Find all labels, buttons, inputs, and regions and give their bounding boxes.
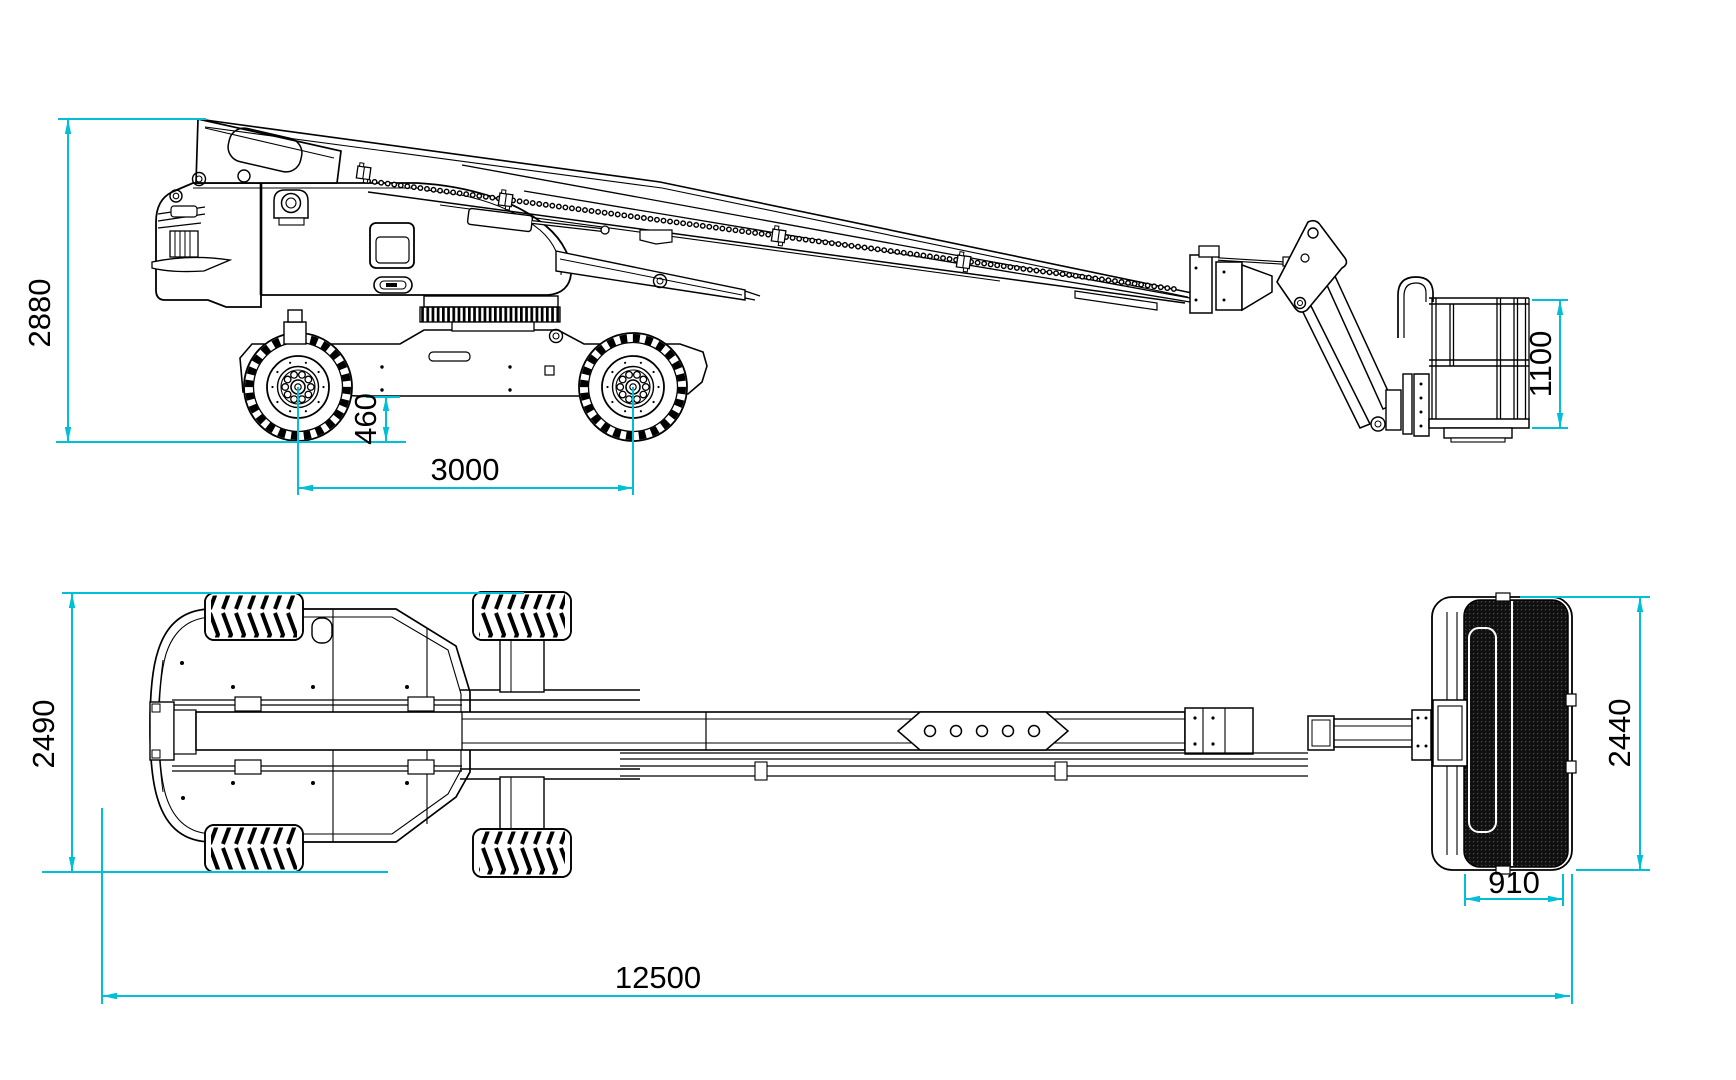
boom-top [149, 701, 1254, 761]
dim-platform-width: 910 [1464, 865, 1564, 906]
boom-rest-arm [555, 250, 761, 301]
boom-hole-rows [365, 178, 1183, 293]
dim-label-platform-length: 2440 [1602, 699, 1637, 768]
boom-plate-holes [923, 724, 1041, 738]
platform-mount [1432, 699, 1468, 767]
jib [1276, 219, 1430, 437]
dim-label-overall-width: 2490 [26, 700, 61, 769]
chassis-step [283, 309, 307, 345]
dim-label-wheelbase: 3000 [431, 452, 500, 487]
platform-mesh-floor [1463, 599, 1569, 868]
front-left-tire-top [204, 592, 304, 641]
dim-label-platform-rail-height: 1100 [1523, 331, 1558, 398]
turntable-ring [419, 295, 561, 332]
dim-platform-rail-height: 1100 [1523, 299, 1568, 429]
basket-rails [1429, 297, 1529, 367]
dim-platform-length: 2440 [1520, 596, 1650, 871]
dim-label-overall-length: 12500 [615, 960, 701, 995]
jib-top [620, 709, 1432, 781]
dim-wheelbase: 3000 [297, 387, 634, 495]
tires-top [204, 591, 572, 878]
body-bolts-top [180, 661, 409, 800]
dim-overall-length: 12500 [101, 808, 1573, 1004]
platform-top [1431, 592, 1577, 875]
platform-basket-side [1397, 276, 1530, 443]
dim-ground-clearance: 460 [348, 393, 400, 445]
dim-overall-width: 2490 [26, 592, 524, 873]
turntable-body [151, 182, 572, 308]
dim-label-ground-clearance: 460 [348, 393, 383, 445]
rear-axle-top [460, 639, 640, 830]
top-view: 2490 2440 910 12500 [26, 591, 1650, 1004]
dim-overall-height: 2880 [22, 118, 406, 443]
dim-label-platform-width: 910 [1488, 865, 1540, 900]
deck-rails-top [172, 696, 462, 775]
rear-right-tire-top [472, 828, 572, 878]
front-right-tire-top [204, 824, 304, 873]
basket-posts [1431, 298, 1530, 419]
rear-left-tire-top [472, 591, 572, 641]
dim-label-overall-height: 2880 [22, 279, 57, 348]
chassis-bolts [380, 365, 512, 392]
lift-cylinder [466, 207, 610, 235]
boom-head [1189, 245, 1296, 314]
side-view: 2880 460 3000 1100 [22, 117, 1568, 495]
engine-door-handle [369, 222, 415, 269]
boom-base-section [169, 117, 342, 203]
telescopic-boom [197, 118, 1193, 311]
